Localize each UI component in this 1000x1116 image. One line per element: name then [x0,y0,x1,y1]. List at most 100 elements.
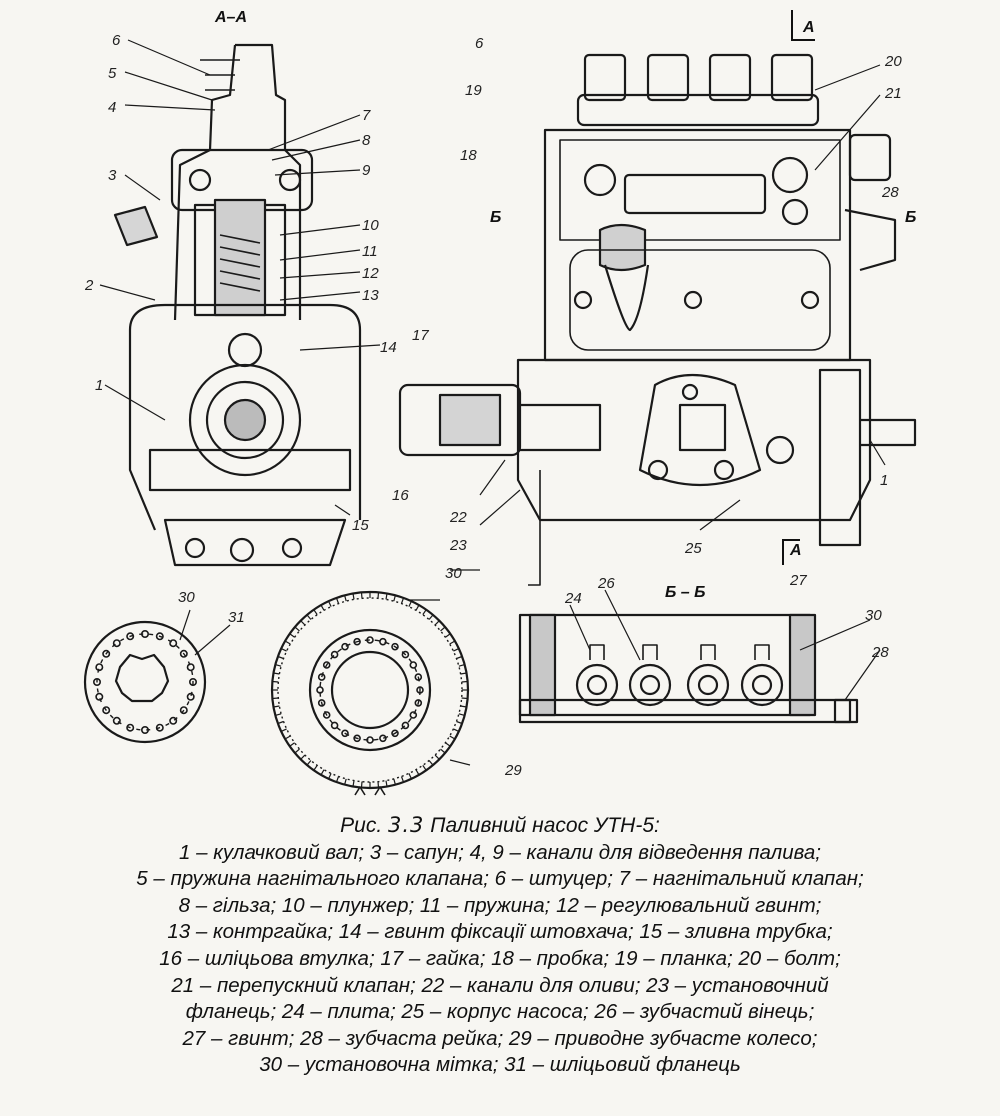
gear-tooth [456,655,463,660]
section-a-bottom-label: А [789,542,802,559]
bolt-hole [155,723,164,732]
gear-tooth [422,765,427,771]
callout-fl-30: 30 [178,589,195,606]
gear-tooth [352,593,355,600]
gear-tooth [300,620,306,626]
callout-fr-23: 23 [449,537,467,554]
bolt-hole [353,734,361,743]
callout-fr-27: 27 [789,572,807,589]
bolt-hole [341,729,349,738]
callout-gw-29: 29 [504,762,522,779]
bolt-hole [330,650,339,659]
gear-tooth [456,720,463,725]
gear-tooth [449,640,456,645]
bolt-hole [126,632,135,641]
callout-fr-20: 20 [884,53,902,70]
bolt-hole [189,677,198,686]
splined-flange-view [83,620,207,744]
gear-tooth [300,754,306,760]
gear-tooth [289,742,295,747]
gear-tooth [360,592,363,599]
bolt-hole [401,650,410,659]
gear-tooth [273,705,280,708]
caption-line-7: фланець; 24 – плита; 25 – корпус насоса;… [185,1000,815,1024]
callout-aa-12: 12 [362,265,379,282]
callout-fr-6: 6 [475,35,484,52]
gear-tooth [461,697,468,700]
caption-line-5: 16 – шліцьова втулка; 17 – гайка; 18 – п… [159,946,841,970]
gear-tooth [453,728,460,732]
gear-tooth [294,748,300,754]
gear-tooth [284,735,291,740]
caption-line-9: 30 – установочна мітка; 31 – шліцьовий ф… [259,1053,741,1077]
gear-tooth [449,735,456,740]
callout-fr-25: 25 [684,540,702,557]
gear-tooth [428,614,434,620]
bolt-hole [141,629,150,638]
gear-tooth [284,640,291,645]
gear-tooth [393,778,396,785]
gear-tooth [434,620,440,626]
gear-tooth [458,664,465,667]
caption-line-4: 13 – контргайка; 14 – гвинт фіксації што… [167,920,833,944]
gear-tooth [280,648,287,652]
section-bb-view [518,613,859,724]
bolt-hole [126,723,135,732]
gear-tooth [422,609,427,615]
gear-tooth [313,765,318,771]
gear-tooth [458,713,465,716]
bolt-hole [366,736,374,744]
gear-tooth [335,597,340,604]
callout-bb-26: 26 [597,575,615,592]
gear-tooth [445,633,451,638]
bolt-hole [366,636,374,644]
section-bb-label: Б – Б [665,584,705,601]
bolt-hole [112,716,121,725]
gear-tooth [344,595,347,602]
bolt-hole [186,692,195,701]
gear-tooth [275,713,282,716]
gear-tooth [306,760,312,766]
front-view [398,53,917,586]
callout-fr-19: 19 [465,82,482,99]
callout-aa-2: 2 [84,277,94,294]
gear-tooth [360,781,363,788]
callout-gw-30: 30 [445,565,462,582]
callout-aa-8: 8 [362,132,371,149]
gear-teeth [272,592,468,788]
bolt-hole [401,721,410,730]
bolt-hole [414,699,423,707]
gear-tooth [294,626,300,632]
gear-tooth [275,664,282,667]
bolt-hole [322,711,331,719]
caption-prefix: Рис. [340,814,383,837]
bolt-hole [353,637,361,646]
bolt-hole [391,729,399,738]
section-aa-view [113,43,362,567]
gear-tooth [385,593,388,600]
gear-tooth [461,680,468,683]
bolt-hole [379,637,387,646]
gear-hole-ring [316,636,424,744]
gear-tooth [400,776,405,783]
callouts: 6 5 4 3 2 1 7 8 9 10 11 12 13 14 15 16 6… [84,32,902,779]
gear-tooth [320,769,325,776]
gear-tooth [460,705,467,708]
callout-aa-11: 11 [362,243,378,260]
callout-fr-18: 18 [460,147,477,164]
gear-tooth [280,728,287,732]
gear-tooth [277,655,284,660]
gear-tooth [377,781,380,788]
gear-tooth [415,604,420,611]
bolt-hole [409,661,418,669]
bolt-hole [179,706,188,715]
bolt-hole [322,661,331,669]
callout-bb-24: 24 [564,590,582,607]
callout-fr-28: 28 [881,184,899,201]
section-b-right-label: Б [905,209,916,226]
gear-tooth [415,769,420,776]
bolt-hole [155,632,164,641]
callout-aa-10: 10 [362,217,379,234]
callout-aa-13: 13 [362,287,379,304]
gear-tooth [344,778,347,785]
